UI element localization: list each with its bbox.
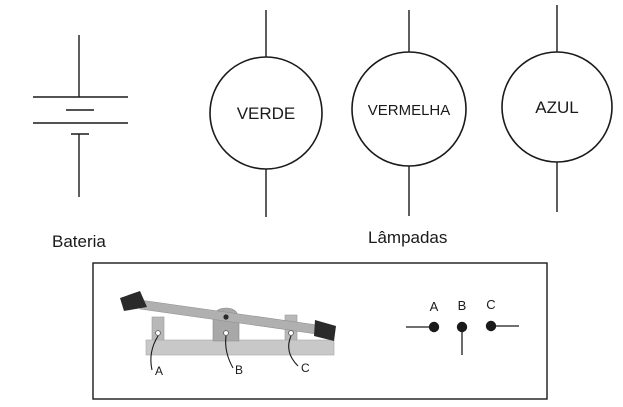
switch-contact-dot-b [223,330,229,336]
switch-post-a [151,316,165,342]
switch-symbol-label-a: A [430,299,439,314]
switch-symbol-dot-b [456,321,468,333]
switch-illustration: A B C [120,291,336,378]
switch-handle-left [120,291,147,311]
lamp-green-label: VERDE [237,104,296,123]
lamps-group-label: Lâmpadas [368,228,447,247]
battery-label: Bateria [52,232,106,251]
switch-terminal-label-c: C [301,361,310,375]
switch-contact-dot-a [155,330,161,336]
switch-wire-a [150,335,159,371]
lamp-red: VERMELHA [351,10,467,216]
switch-symbol-dot-c [485,320,497,332]
switch-wire-b [225,335,234,369]
lamp-blue-label: AZUL [535,98,578,117]
switch-base [145,339,335,356]
switch-symbol: A B C [406,297,519,355]
lamp-blue: AZUL [501,5,613,212]
battery-symbol [33,35,128,197]
switch-symbol-label-b: B [458,298,467,313]
switch-wire-c [288,335,299,367]
lamp-green: VERDE [209,10,323,217]
switch-terminal-label-b: B [235,363,243,377]
switch-terminal-label-a: A [155,364,163,378]
switch-symbol-dot-a [428,321,440,333]
switch-contact-dot-c [288,330,294,336]
switch-handle-right [314,320,336,341]
switch-pivot-pin [223,314,229,320]
lamp-red-label: VERMELHA [368,102,451,119]
switch-symbol-label-c: C [486,297,495,312]
